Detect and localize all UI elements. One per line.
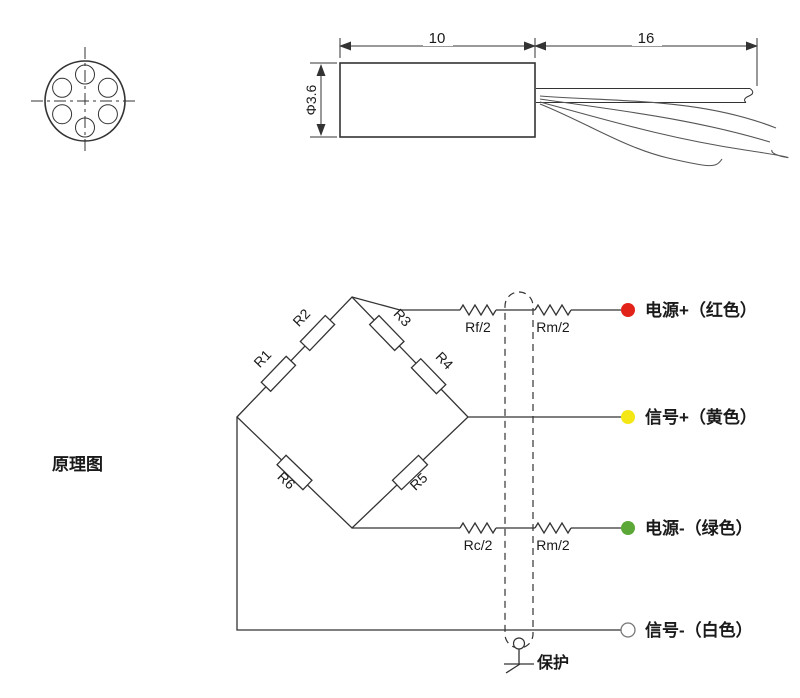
resistor-label-rm2-top: Rm/2 (536, 319, 570, 335)
connector-hole (52, 77, 73, 98)
dim-text-bg (423, 30, 453, 46)
terminal-label-signal-plus: 信号+（黄色） (645, 407, 757, 427)
resistor-label-r3: R3 (391, 306, 415, 330)
loose-wire (539, 98, 771, 143)
resistor-label-r1: R1 (250, 346, 274, 370)
shield-capsule: 保护 (504, 291, 569, 674)
terminal-power-plus: 电源+（红色） (621, 300, 757, 320)
bridge-resistor-r4 (410, 357, 447, 395)
connector-front-view (31, 47, 139, 155)
terminal-dot-signal-plus (621, 410, 635, 424)
resistor-label-rc2: Rc/2 (464, 537, 493, 553)
shield-label: 保护 (536, 653, 569, 672)
connector-hole (52, 104, 73, 125)
loose-wire (539, 101, 789, 159)
ground-symbol (504, 649, 534, 674)
terminals: 电源+（红色） 信号+（黄色） 电源-（绿色） 信号-（白色） (620, 300, 757, 640)
resistor-rm2-bottom (534, 521, 572, 535)
terminal-dot-signal-minus (620, 622, 636, 638)
terminal-dot-power-minus (621, 521, 635, 535)
loose-wire (539, 95, 777, 129)
figure-title: 原理图 (52, 455, 103, 474)
bridge-resistor-r6 (276, 454, 313, 491)
loose-wire (539, 103, 723, 167)
terminal-signal-minus: 信号-（白色） (620, 620, 753, 640)
resistor-rm2-top (534, 303, 572, 317)
connector-hole (97, 77, 118, 98)
resistor-rc2 (459, 521, 497, 535)
bridge-circuit: Rf/2 Rm/2 Rc/2 Rm/2 R1 R2 R3 R4 R5 R6 (236, 296, 621, 631)
terminal-dot-power-plus (621, 303, 635, 317)
terminal-signal-plus: 信号+（黄色） (621, 407, 757, 427)
connector-outline (44, 60, 126, 142)
sensor-side-view (339, 62, 789, 167)
bridge-resistor-r5 (391, 454, 429, 491)
wire-power-plus (351, 296, 621, 311)
terminal-power-minus: 电源-（绿色） (621, 518, 753, 538)
bridge-resistor-r1 (260, 355, 297, 393)
wire-signal-minus (236, 417, 621, 631)
shield-outline (504, 291, 534, 649)
connector-hole (75, 64, 95, 85)
bridge-resistor-r3 (368, 314, 405, 352)
resistor-label-rf2: Rf/2 (465, 319, 491, 335)
bridge-resistor-r2 (299, 314, 336, 352)
dim-body-length: 10 (429, 30, 446, 47)
dim-cable-length: 16 (638, 30, 655, 47)
terminal-label-power-plus: 电源+（红色） (645, 300, 757, 320)
resistor-label-r4: R4 (433, 349, 457, 373)
dimensions: 10 16 Φ3.6 (303, 30, 758, 138)
shield-bottom-node (512, 637, 526, 650)
resistor-label-rm2-bottom: Rm/2 (536, 537, 570, 553)
dim-text-bg (632, 30, 662, 46)
connector-hole (75, 117, 95, 138)
ground-hatch (505, 663, 521, 674)
connector-hole (97, 104, 118, 125)
terminal-label-signal-minus: 信号-（白色） (645, 620, 753, 640)
dim-diameter: Φ3.6 (303, 84, 319, 115)
resistor-rf2 (459, 303, 497, 317)
resistor-label-r2: R2 (289, 305, 313, 329)
cable-break-end (744, 88, 754, 103)
terminal-label-power-minus: 电源-（绿色） (645, 518, 753, 538)
sensor-body (339, 62, 536, 138)
bridge-diamond (236, 296, 469, 529)
